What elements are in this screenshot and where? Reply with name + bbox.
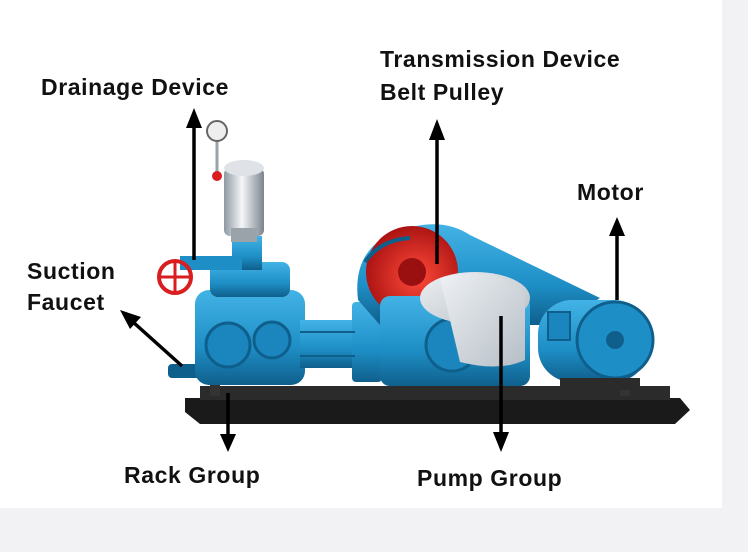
label-drainage-device: Drainage Device	[41, 74, 229, 100]
label-transmission-device: Transmission Device	[380, 46, 621, 72]
pump-power-end	[380, 272, 530, 386]
label-motor: Motor	[577, 179, 644, 205]
label-suction: Suction	[27, 258, 116, 284]
air-chamber	[224, 160, 264, 242]
mud-pump-illustration	[120, 108, 690, 452]
label-pump-group: Pump Group	[417, 465, 563, 491]
crosshead	[300, 302, 382, 382]
label-rack-group: Rack Group	[124, 462, 261, 488]
rack-base	[185, 372, 690, 424]
label-faucet: Faucet	[27, 289, 105, 315]
pump-liquid-end	[195, 236, 305, 385]
page-margin-bottom	[0, 508, 748, 552]
motor-body	[538, 300, 655, 390]
label-belt-pulley: Belt Pulley	[380, 79, 505, 105]
page-margin-right	[722, 0, 748, 508]
callout-arrows	[120, 108, 625, 452]
